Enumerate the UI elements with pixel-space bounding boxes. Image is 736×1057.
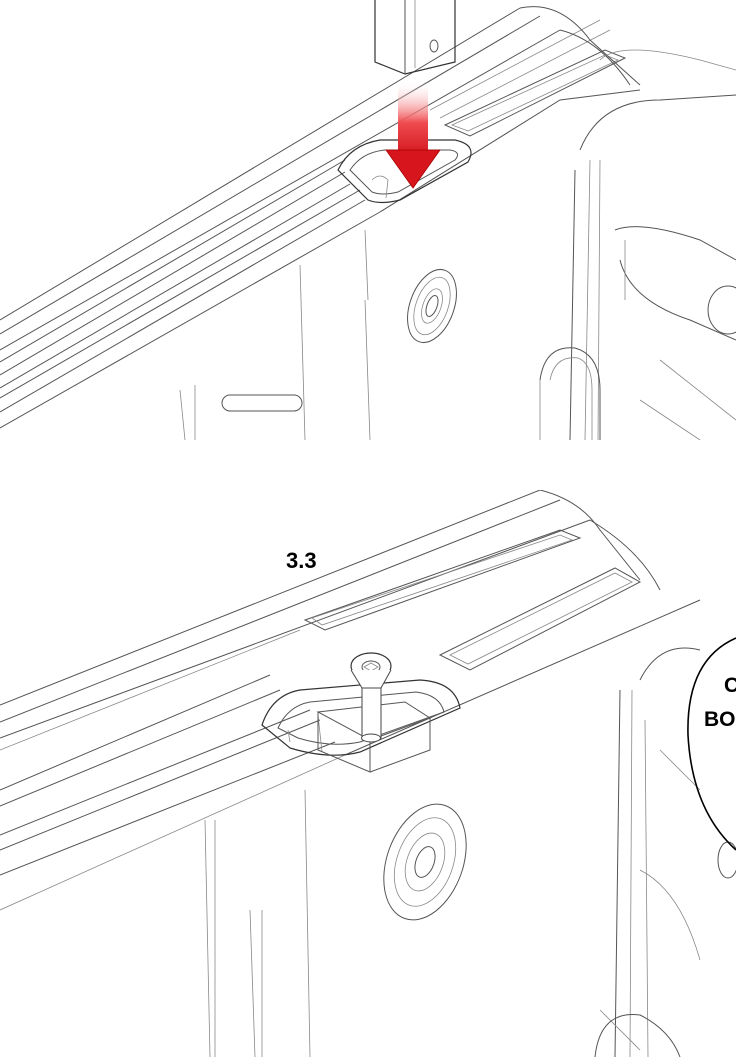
rail-bottom (0, 490, 701, 911)
round-boss-bottom (383, 803, 467, 921)
round-boss (407, 269, 457, 343)
callout-label-line1: C (724, 674, 736, 697)
insert-tool (374, 0, 456, 75)
slot-hole (221, 394, 303, 412)
countersunk-bolt-icon (350, 652, 392, 743)
rail-bottom-lower (204, 637, 736, 1057)
rail-drawing-top (0, 0, 736, 440)
rail-drawing-bottom (0, 490, 736, 1057)
callout-circle (687, 637, 736, 851)
rail-top (0, 6, 736, 440)
step-label: 3.3 (286, 548, 317, 573)
assembly-diagram-top (0, 0, 736, 440)
callout-label-line2: BO (704, 708, 736, 731)
down-arrow-icon (385, 80, 441, 189)
assembly-diagram-bottom (0, 490, 736, 1057)
